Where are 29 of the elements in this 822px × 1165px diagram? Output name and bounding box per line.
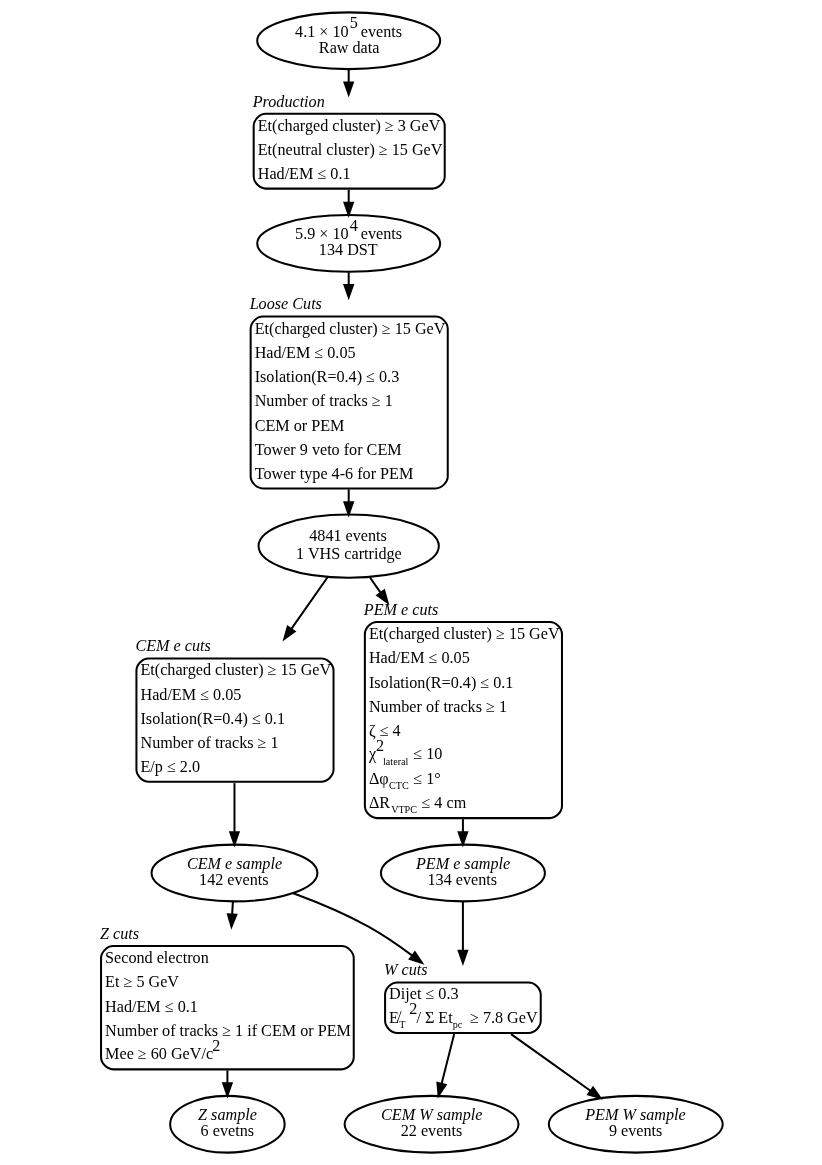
arrow	[342, 189, 354, 218]
arrow	[509, 1033, 603, 1100]
arrow	[456, 819, 469, 848]
node-label: PEM e cuts	[363, 600, 438, 618]
arrow	[292, 892, 424, 965]
node-box: Et(charged cluster) ≥ 15 GeV Had/EM ≤ 0.05 Isolation(R=0.4) ≤ 0.3 Number of tracks ≥ 1 CEM or PEM Tower 9 veto for CEM Tower type 4-6 for PEM	[249, 315, 449, 490]
arrow	[228, 783, 240, 848]
arrow	[221, 1070, 233, 1099]
node-box: Et(charged cluster) ≥ 3 GeV Et(neutral cluster) ≥ 15 GeV Had/EM ≤ 0.1	[252, 112, 446, 190]
node-label: CEM e cuts	[134, 637, 211, 655]
node-label: Production	[252, 92, 325, 110]
arrow	[226, 901, 238, 930]
node-ellipse: Z sample 6 evetns	[168, 1094, 286, 1154]
node-box: Et(charged cluster) ≥ 15 GeV Had/EM ≤ 0.05 Isolation(R=0.4) ≤ 0.1 Number of tracks ≥ 1 E/p ≤ 2.0	[134, 657, 335, 783]
arrow	[368, 576, 389, 606]
node-label: W cuts	[383, 961, 428, 979]
node-ellipse: CEM W sample 22 events	[343, 1094, 520, 1154]
arrow	[342, 69, 354, 98]
arrow	[342, 489, 354, 518]
node-ellipse: PEM W sample 9 events	[547, 1094, 724, 1154]
node-ellipse: CEM e sample 142 events	[150, 843, 318, 903]
node-ellipse: PEM e sample 134 events	[379, 843, 546, 903]
arrow	[281, 576, 329, 642]
arrow	[342, 272, 354, 301]
node-label: Loose Cuts	[249, 295, 322, 313]
node-ellipse: 4841 events 1 VHS cartridge	[257, 513, 440, 579]
arrow	[435, 1033, 455, 1099]
arrow	[456, 901, 469, 966]
node-label: Z cuts	[99, 924, 139, 942]
